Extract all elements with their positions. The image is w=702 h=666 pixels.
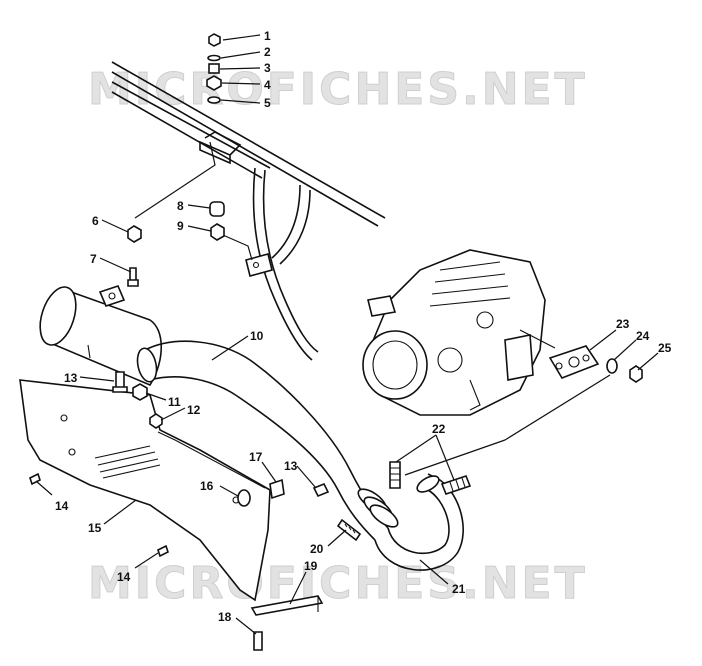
grommet-4 bbox=[206, 75, 222, 91]
callout-22: 22 bbox=[432, 422, 446, 436]
ref-line-bracket bbox=[134, 141, 216, 219]
callout-labels: 1 2 3 4 5 6 7 8 9 10 11 12 13 13 14 14 1… bbox=[55, 29, 672, 624]
callout-6: 6 bbox=[92, 214, 99, 228]
spring-22a bbox=[389, 461, 401, 489]
exhaust-pipe bbox=[136, 340, 399, 541]
ref-line-bracket-2 bbox=[215, 231, 253, 261]
callout-1: 1 bbox=[264, 29, 271, 43]
bracket-19 bbox=[250, 595, 324, 616]
callout-10: 10 bbox=[250, 329, 264, 343]
callout-8: 8 bbox=[177, 199, 184, 213]
washer-12 bbox=[149, 413, 163, 429]
callout-15: 15 bbox=[88, 521, 102, 535]
nut-6 bbox=[127, 225, 142, 243]
bolt-13b bbox=[312, 482, 330, 498]
callout-7: 7 bbox=[90, 252, 97, 266]
heat-shield bbox=[19, 379, 271, 602]
callout-24: 24 bbox=[636, 329, 650, 343]
callout-17: 17 bbox=[249, 450, 263, 464]
flange-23 bbox=[548, 345, 600, 379]
washer-2 bbox=[207, 54, 221, 62]
ref-line-port bbox=[404, 329, 611, 476]
leader-lines bbox=[35, 34, 659, 635]
callout-4: 4 bbox=[264, 78, 271, 92]
callout-11: 11 bbox=[168, 395, 181, 409]
callout-21: 21 bbox=[452, 582, 466, 596]
clip-17 bbox=[269, 478, 285, 500]
callout-13a: 13 bbox=[64, 371, 78, 385]
callout-12: 12 bbox=[187, 403, 201, 417]
top-hardware-stack bbox=[206, 33, 222, 104]
muffler bbox=[39, 285, 162, 387]
frame-assembly bbox=[111, 61, 386, 361]
callout-25: 25 bbox=[658, 341, 672, 355]
callout-23: 23 bbox=[616, 317, 630, 331]
washer-24 bbox=[606, 358, 618, 374]
spring-22b bbox=[440, 475, 472, 495]
callout-14a: 14 bbox=[55, 499, 69, 513]
screw-14a bbox=[29, 472, 41, 486]
callout-3: 3 bbox=[264, 61, 271, 75]
callout-19: 19 bbox=[304, 559, 318, 573]
washer-5 bbox=[207, 96, 221, 104]
grommet-16 bbox=[237, 489, 251, 507]
callout-20: 20 bbox=[310, 542, 324, 556]
callout-14b: 14 bbox=[117, 570, 131, 584]
engine bbox=[362, 249, 546, 416]
bolt-18 bbox=[253, 631, 263, 651]
callout-13b: 13 bbox=[284, 459, 298, 473]
nut-11 bbox=[132, 383, 148, 401]
callout-5: 5 bbox=[264, 96, 271, 110]
callout-16: 16 bbox=[200, 479, 214, 493]
screw-14b bbox=[157, 544, 169, 558]
nut-1 bbox=[208, 33, 221, 47]
callout-18: 18 bbox=[218, 610, 232, 624]
nut-9 bbox=[210, 223, 225, 241]
header-pipe bbox=[374, 473, 464, 571]
callout-2: 2 bbox=[264, 45, 271, 59]
spring-20 bbox=[336, 518, 362, 542]
callout-9: 9 bbox=[177, 219, 184, 233]
bushing-8 bbox=[209, 201, 225, 217]
watermark-top: MICROFICHES.NET bbox=[88, 64, 588, 115]
watermark-bottom: MICROFICHES.NET bbox=[88, 558, 588, 609]
spacer-3 bbox=[208, 63, 220, 74]
nut-25 bbox=[629, 365, 643, 383]
